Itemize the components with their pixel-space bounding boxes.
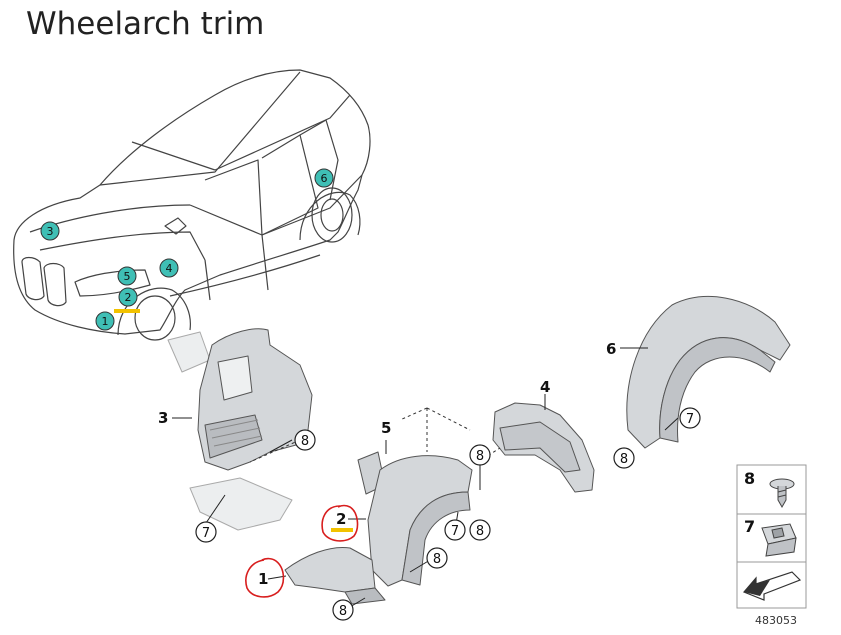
callout-part-4: 4 — [540, 378, 550, 396]
screw-icon — [769, 478, 795, 509]
part-3-lower-panel — [189, 477, 293, 531]
fastener-callout-2: 7 — [195, 521, 217, 543]
car-badge-2: 2 — [118, 287, 138, 307]
page-title: Wheelarch trim — [26, 6, 265, 42]
fastener-callout-7-label: 8 — [476, 524, 484, 539]
fastener-callout-8: 8 — [426, 547, 448, 569]
fastener-callout-9: 8 — [332, 599, 354, 621]
fastener-callout-6: 7 — [444, 519, 466, 541]
fastener-callout-3-label: 7 — [686, 412, 694, 427]
part-2-highlight-bar — [331, 528, 353, 532]
fastener-callout-5: 8 — [469, 444, 491, 466]
clip-nut-icon — [761, 523, 797, 557]
callout-part-3: 3 — [158, 409, 168, 427]
fastener-callout-10: 7 — [0, 0, 8, 4]
callout-part-2: 2 — [336, 510, 346, 528]
car-badge-2-label: 2 — [125, 291, 132, 304]
fastener-callout-3: 7 — [679, 407, 701, 429]
car-badge-3-label: 3 — [47, 225, 54, 238]
annotation-circles — [245, 504, 359, 598]
part-6-shape — [626, 296, 791, 449]
diagram-reference-number: 483053 — [755, 614, 797, 627]
car-badge-3: 3 — [40, 221, 60, 241]
legend-label-7: 7 — [744, 517, 755, 536]
part-3-upper-panel — [167, 331, 211, 373]
car-badge-1-label: 1 — [102, 315, 109, 328]
arrow-icon — [742, 571, 802, 601]
legend-label-8: 8 — [744, 469, 755, 488]
fastener-callout-8-label: 8 — [433, 552, 441, 567]
part-1-shape — [284, 546, 376, 593]
fastener-callout-6-label: 7 — [451, 524, 459, 539]
car-badge-5-label: 5 — [124, 270, 131, 283]
callout-part-6: 6 — [606, 340, 616, 358]
fastener-callout-1: 8 — [294, 429, 316, 451]
car-badge-1: 1 — [95, 311, 115, 331]
fastener-callout-2-label: 7 — [202, 526, 210, 541]
fastener-callout-9-label: 8 — [339, 604, 347, 619]
car-badge-4-label: 4 — [166, 262, 173, 275]
fastener-callout-4: 8 — [613, 447, 635, 469]
callout-part-1: 1 — [258, 570, 268, 588]
car-badge-4: 4 — [159, 258, 179, 278]
car-badge-6-label: 6 — [321, 172, 328, 185]
callout-part-5: 5 — [381, 419, 391, 437]
car-highlight-bar — [114, 309, 140, 313]
car-badge-6: 6 — [314, 168, 334, 188]
fastener-callout-4-label: 8 — [620, 452, 628, 467]
car-illustration — [13, 69, 371, 341]
fastener-callout-7: 8 — [469, 519, 491, 541]
fastener-callout-5-label: 8 — [476, 449, 484, 464]
fastener-callout-1-label: 8 — [301, 434, 309, 449]
fastener-legend: 8 7 483053 — [736, 464, 807, 627]
leader-lines — [172, 347, 679, 611]
car-badge-5: 5 — [117, 266, 137, 286]
